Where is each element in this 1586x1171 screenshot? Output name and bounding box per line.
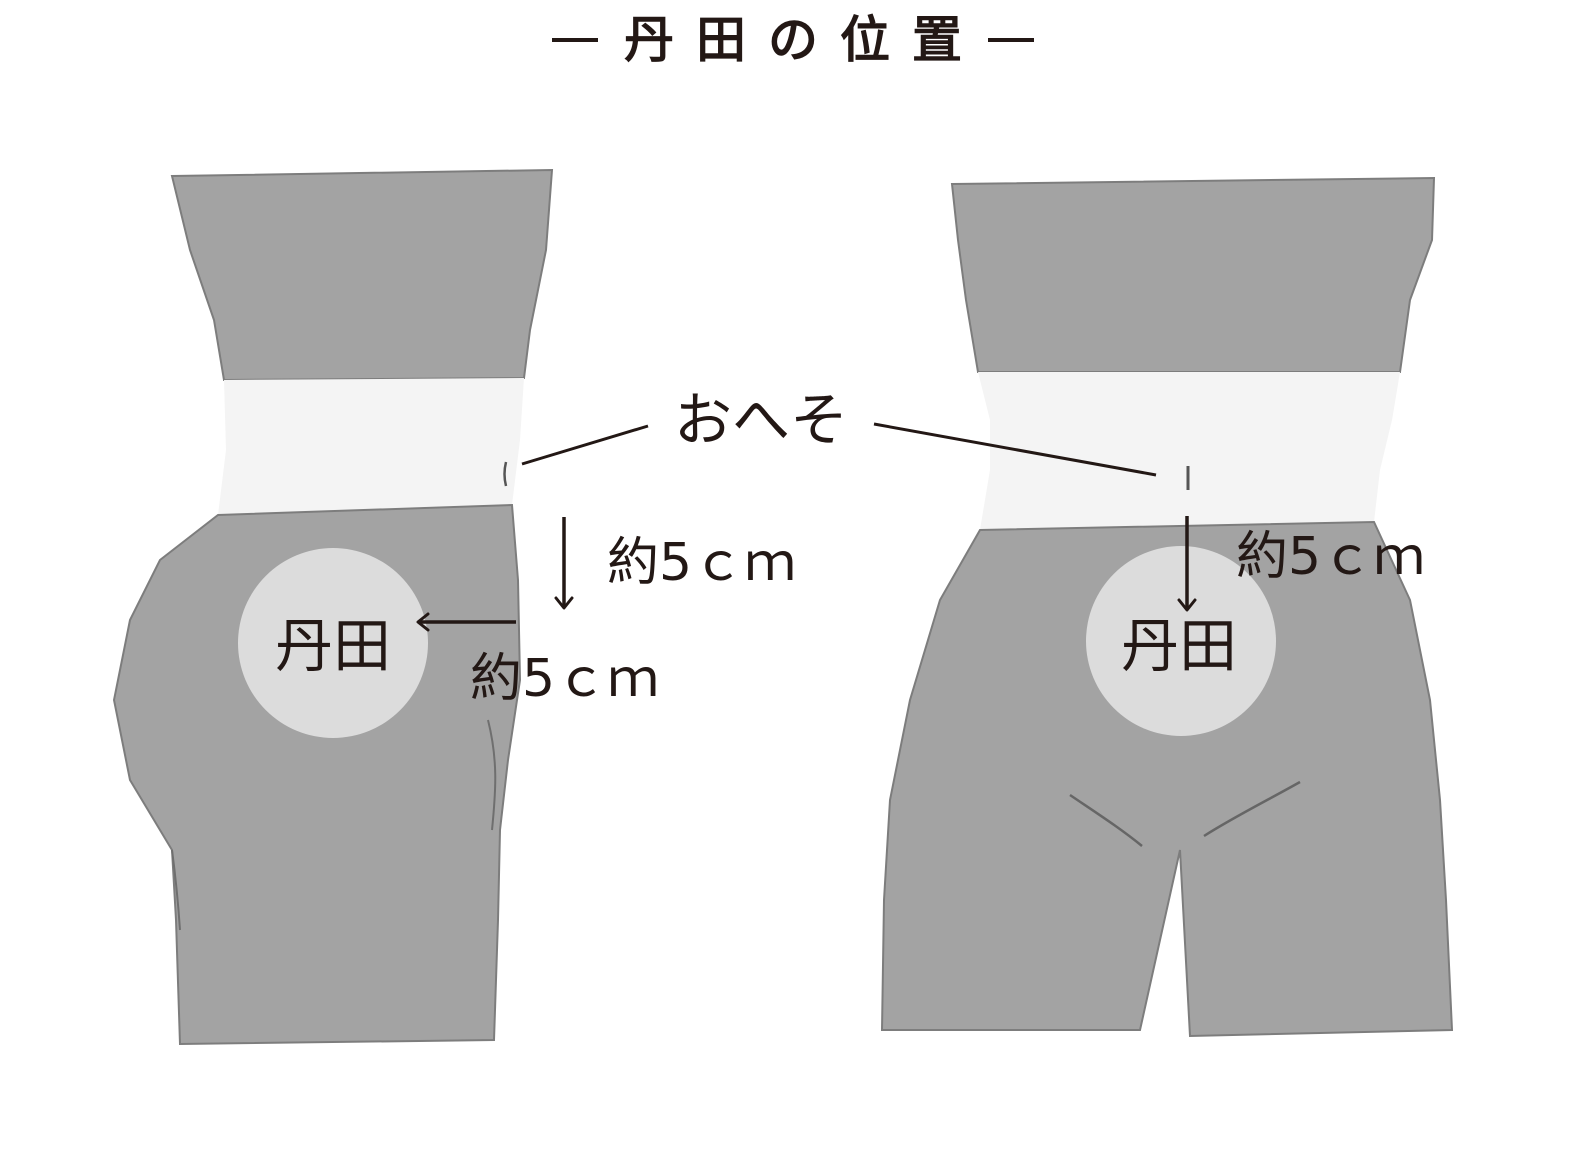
front-dantian-circle: [1086, 546, 1276, 736]
front-down-distance-label: 約5ｃｍ: [1236, 527, 1425, 587]
side-dantian-circle: [238, 548, 428, 738]
navel-leader-left: [521, 424, 649, 466]
navel-label: おへそ: [674, 386, 848, 454]
side-dantian-label: 丹田: [275, 612, 391, 680]
side-front-line: [487, 719, 497, 831]
side-buttock-line: [171, 849, 181, 931]
page-title: 丹田の位置: [624, 11, 984, 69]
front-dantian-label: 丹田: [1121, 612, 1237, 680]
front-waist-band: [978, 372, 1400, 530]
title-dash-right: [988, 38, 1034, 42]
front-upper-torso: [950, 176, 1436, 373]
side-back-distance-label: 約5ｃｍ: [470, 649, 659, 709]
title-dash-left: [552, 38, 598, 42]
side-down-distance-label: 約5ｃｍ: [607, 533, 796, 593]
front-lower-body: [880, 520, 1454, 1038]
front-groin-line-right: [1203, 780, 1301, 838]
side-view-figure: 丹田 約5ｃｍ 約5ｃｍ: [112, 168, 796, 1046]
front-groin-line-left: [1069, 793, 1143, 847]
navel-callout: おへそ: [521, 386, 1157, 477]
side-waist-band: [218, 378, 524, 515]
title-row: 丹田の位置: [0, 0, 1586, 80]
side-navel-mark: [503, 461, 508, 487]
side-upper-torso: [170, 168, 554, 382]
front-view-figure: 丹田 約5ｃｍ: [880, 176, 1454, 1038]
navel-leader-right: [873, 422, 1157, 477]
